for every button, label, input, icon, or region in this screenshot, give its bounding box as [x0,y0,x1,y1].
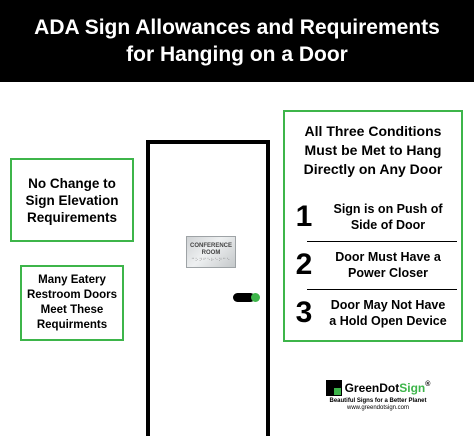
condition-text: Sign is on Push of Side of Door [319,201,457,233]
handle-dot-icon [251,293,260,302]
conditions-title-line: Directly on Any Door [303,161,443,177]
header-title-line1: ADA Sign Allowances and Requirements [34,16,440,39]
conditions-title-line: Must be Met to Hang [304,142,442,158]
header-banner: ADA Sign Allowances and Requirements for… [0,0,474,82]
logo-mark-icon [325,380,342,396]
eatery-note-box: Many Eatery Restroom Doors Meet These Re… [20,265,124,341]
eatery-note-line: Meet These [40,304,104,316]
conditions-title: All Three Conditions Must be Met to Hang… [285,122,461,179]
condition-text-line: Side of Door [350,218,426,232]
eatery-note-line: Restroom Doors [26,289,118,301]
eatery-note-line: Many Eatery [38,274,106,286]
greendotsign-logo: GreenDotSign® Beautiful Signs for a Bett… [320,380,436,411]
conditions-box: All Three Conditions Must be Met to Hang… [283,110,463,342]
condition-text-line: Sign is on Push of [333,202,443,216]
door-sign-braille: ⠉⠕⠝⠋⠑⠗⠑⠝⠉⠑ [191,256,231,262]
condition-text-line: Power Closer [348,266,428,280]
elevation-note-line: Requirements [26,209,118,225]
logo-url: www.greendotsign.com [346,405,410,411]
condition-number: 1 [295,200,313,233]
logo-row: GreenDotSign® [320,380,436,396]
condition-text-line: Door May Not Have [330,298,446,312]
logo-registered-mark: ® [425,381,431,388]
condition-text: Door Must Have a Power Closer [319,249,457,281]
door-sign-line2: ROOM [201,249,221,256]
condition-divider [307,241,457,242]
condition-text: Door May Not Have a Hold Open Device [319,297,457,329]
door-illustration: CONFERENCE ROOM ⠉⠕⠝⠋⠑⠗⠑⠝⠉⠑ [146,140,270,436]
elevation-note-line: No Change to [28,175,116,191]
door-sign-line1: CONFERENCE [189,242,232,249]
logo-name-part2: Sign [399,381,426,395]
condition-text-line: Door Must Have a [335,250,441,264]
logo-name: GreenDotSign® [345,381,431,395]
door-sign: CONFERENCE ROOM ⠉⠕⠝⠋⠑⠗⠑⠝⠉⠑ [186,236,236,268]
condition-number: 2 [295,248,313,281]
condition-text-line: a Hold Open Device [329,314,447,328]
logo-name-part1: GreenDot [344,381,400,395]
conditions-title-line: All Three Conditions [304,123,442,139]
elevation-note-box: No Change to Sign Elevation Requirements [10,158,134,242]
door-handle-icon [233,293,255,302]
condition-item: 1 Sign is on Push of Side of Door [289,194,457,240]
logo-tagline: Beautiful Signs for a Better Planet [329,398,427,404]
condition-item: 3 Door May Not Have a Hold Open Device [289,290,457,336]
condition-number: 3 [295,296,313,329]
condition-item: 2 Door Must Have a Power Closer [289,242,457,288]
eatery-note-line: Requirments [36,319,108,331]
condition-divider [307,289,457,290]
elevation-note-line: Sign Elevation [25,192,119,208]
header-title-line2: for Hanging on a Door [126,43,348,66]
